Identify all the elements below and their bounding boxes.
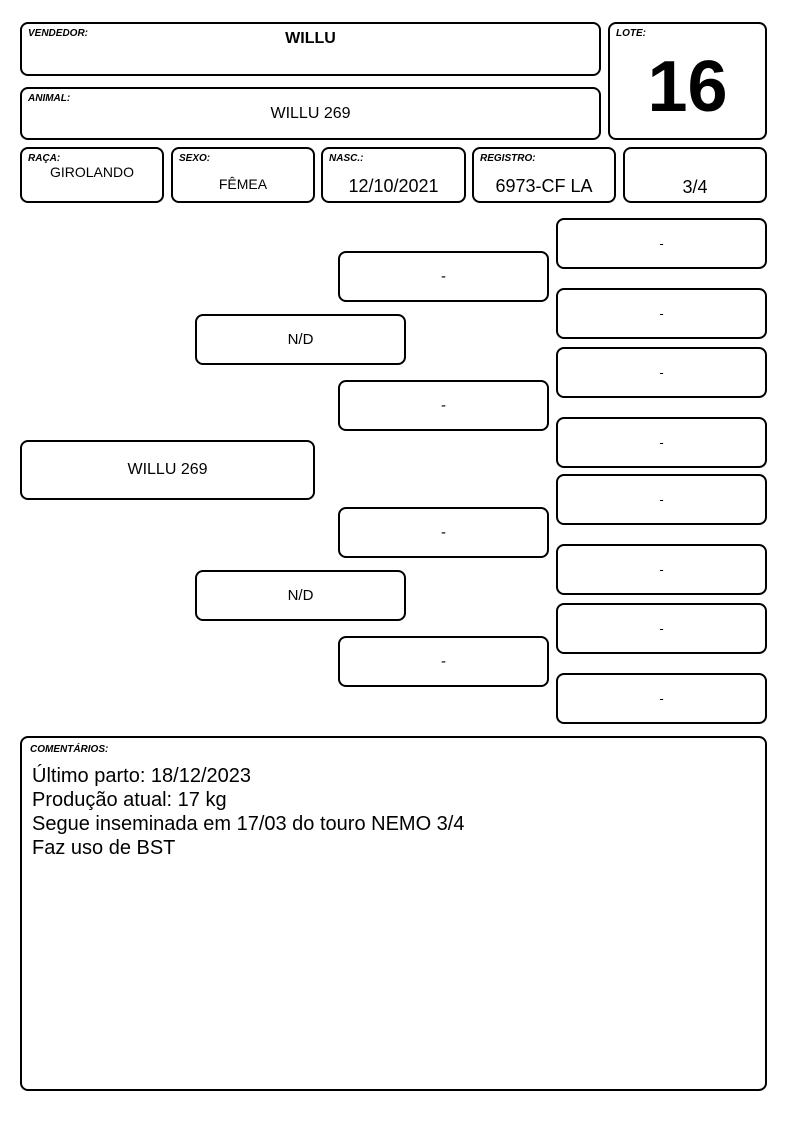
pedigree-grandparent-2: -: [338, 380, 549, 431]
pedigree-great-grandparent-3: -: [556, 347, 767, 398]
animal-label: ANIMAL:: [28, 93, 71, 104]
pedigree-grandparent-4: -: [338, 636, 549, 687]
grau-sangue-value: 3/4: [682, 177, 708, 197]
pedigree-great-grandparent-7: -: [556, 603, 767, 654]
raca-value: GIROLANDO: [49, 164, 134, 180]
pedigree-great-grandparent-2: -: [556, 288, 767, 339]
sexo-label: SEXO:: [179, 153, 211, 164]
raca-box: RAÇA: GIROLANDO: [20, 147, 164, 203]
pedigree-great-grandparent-5: -: [556, 474, 767, 525]
animal-box: ANIMAL: WILLU 269: [20, 87, 601, 140]
registro-value: 6973-CF LA: [495, 176, 593, 196]
nasc-box: NASC.: 12/10/2021: [321, 147, 466, 203]
pedigree-great-grandparent-6: -: [556, 544, 767, 595]
registro-label: REGISTRO:: [480, 153, 536, 164]
pedigree-grandparent-3: -: [338, 507, 549, 558]
comment-line: Produção atual: 17 kg: [32, 789, 227, 811]
comment-line: Segue inseminada em 17/03 do touro NEMO …: [32, 813, 465, 835]
pedigree-animal: WILLU 269: [20, 440, 315, 500]
lote-label: LOTE:: [616, 28, 646, 39]
lote-number: 16: [647, 47, 728, 127]
pedigree-great-grandparent-1: -: [556, 218, 767, 269]
pedigree-great-grandparent-8: -: [556, 673, 767, 724]
pedigree-parent-2: N/D: [195, 570, 406, 621]
comments-label: COMENTÁRIOS:: [30, 744, 109, 755]
vendedor-box: VENDEDOR: WILLU: [20, 22, 601, 76]
lote-box: LOTE: 16: [608, 22, 767, 140]
vendedor-label: VENDEDOR:: [28, 28, 89, 39]
comments-box: COMENTÁRIOS: Último parto: 18/12/2023 Pr…: [20, 736, 767, 1091]
nasc-value: 12/10/2021: [348, 176, 439, 196]
pedigree-great-grandparent-4: -: [556, 417, 767, 468]
comments-text: Último parto: 18/12/2023 Produção atual:…: [32, 764, 464, 860]
sexo-box: SEXO: FÊMEA: [171, 147, 315, 203]
registro-box: REGISTRO: 6973-CF LA: [472, 147, 616, 203]
pedigree-parent-1: N/D: [195, 314, 406, 365]
comment-line: Último parto: 18/12/2023: [32, 765, 252, 787]
grau-sangue-box: 3/4: [623, 147, 767, 203]
vendedor-value: WILLU: [285, 30, 336, 47]
sexo-value: FÊMEA: [218, 176, 268, 192]
animal-value: WILLU 269: [270, 105, 351, 122]
nasc-label: NASC.:: [329, 153, 364, 164]
pedigree-grandparent-1: -: [338, 251, 549, 302]
raca-label: RAÇA:: [28, 153, 61, 164]
comment-line: Faz uso de BST: [32, 837, 176, 859]
